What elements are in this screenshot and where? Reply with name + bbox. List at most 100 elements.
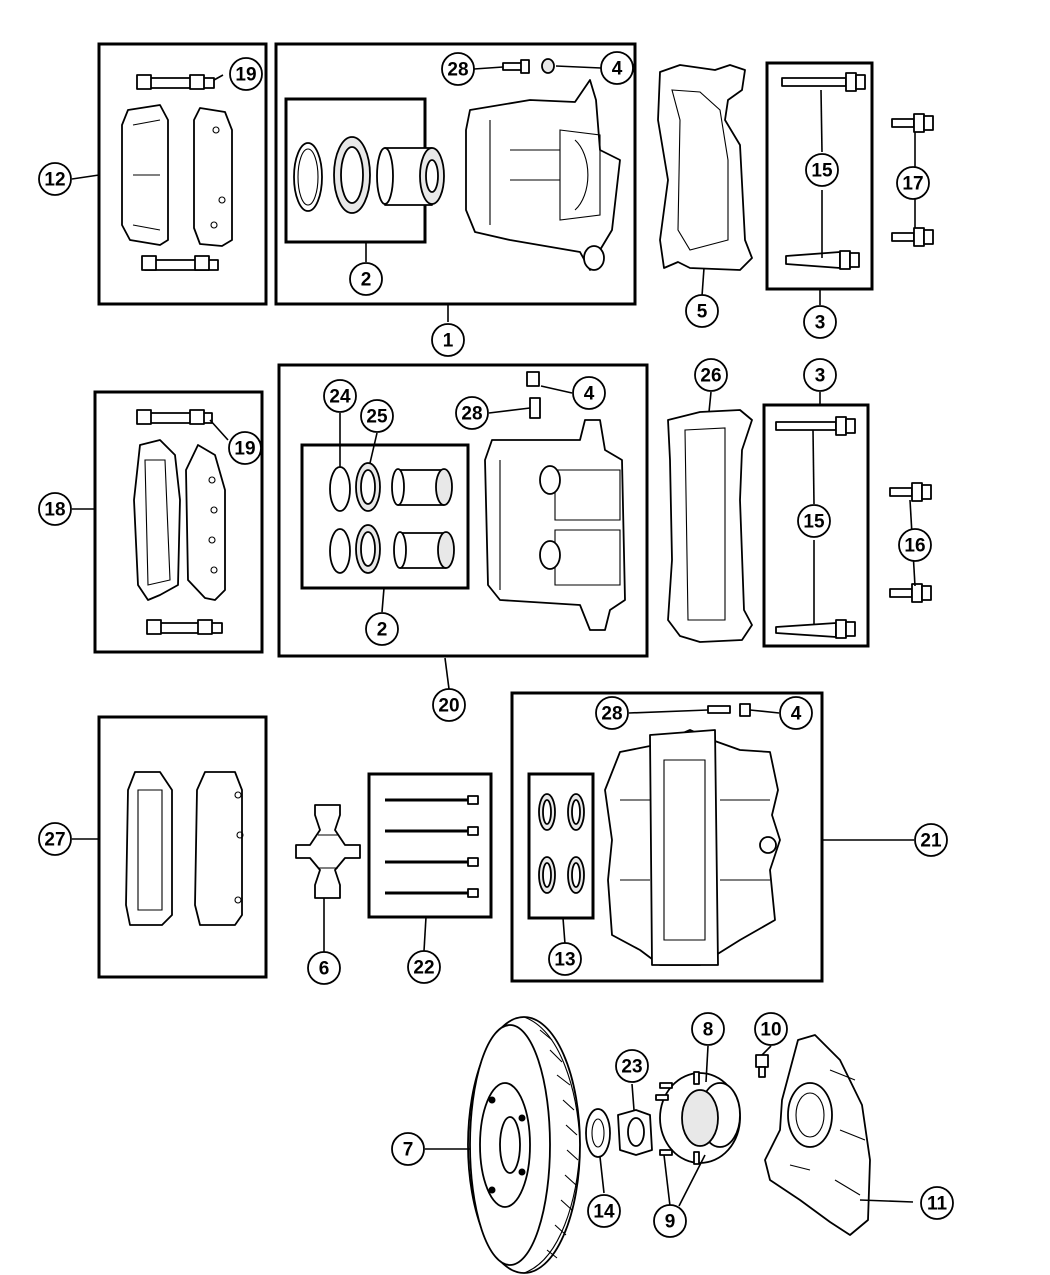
callout-label: 25 [366, 407, 388, 428]
box-caliper-21 [510, 691, 824, 983]
callout-label: 4 [612, 59, 623, 80]
callout-28: 28 [441, 52, 475, 86]
callout-label: 15 [803, 512, 825, 533]
bolt-10 [755, 1054, 769, 1078]
callout-3: 3 [803, 305, 837, 339]
callout-3: 3 [803, 358, 837, 392]
splash-shield-11 [764, 1034, 871, 1236]
callout-label: 23 [621, 1057, 642, 1078]
callout-label: 21 [920, 831, 942, 852]
pad-clip-bottom [141, 255, 219, 271]
callout-label: 20 [438, 696, 459, 717]
callout-label: 28 [447, 60, 468, 81]
callout-13: 13 [548, 942, 582, 976]
callout-label: 14 [593, 1202, 615, 1223]
bleeder-screw-1 [502, 59, 530, 74]
callout-label: 4 [791, 704, 802, 725]
callout-8: 8 [691, 1012, 725, 1046]
callout-15: 15 [797, 504, 831, 538]
callout-2: 2 [365, 612, 399, 646]
seal-rings-20 [329, 462, 381, 574]
callout-label: 18 [44, 500, 65, 521]
bleeder-screw-20 [526, 371, 541, 419]
callout-10: 10 [754, 1012, 788, 1046]
guide-pin-upper [781, 72, 866, 92]
box-pads-front [97, 42, 268, 306]
callout-17: 17 [896, 166, 930, 200]
callout-label: 10 [760, 1020, 781, 1041]
callout-label: 2 [361, 270, 372, 291]
callout-19: 19 [229, 57, 263, 91]
brake-pad-inner [121, 104, 169, 246]
hub-nut-23 [617, 1109, 653, 1156]
brake-rotor-7 [467, 1016, 581, 1274]
bolt-16-top [889, 482, 932, 502]
callout-14: 14 [587, 1194, 621, 1228]
callout-label: 28 [601, 704, 622, 725]
callout-27: 27 [38, 822, 72, 856]
callout-9: 9 [653, 1204, 687, 1238]
callout-23: 23 [615, 1049, 649, 1083]
callout-24: 24 [323, 379, 357, 413]
callout-4: 4 [572, 376, 606, 410]
caliper-body-20 [484, 419, 626, 631]
callout-label: 28 [461, 404, 482, 425]
callout-label: 1 [443, 331, 454, 352]
callout-label: 24 [329, 387, 351, 408]
caliper-body-21 [604, 729, 781, 966]
bolt-17-top [891, 113, 934, 133]
callout-11: 11 [920, 1186, 954, 1220]
pistons-20 [391, 468, 455, 569]
retainer-pins [385, 795, 479, 898]
callout-6: 6 [307, 951, 341, 985]
callout-label: 9 [665, 1212, 676, 1233]
hub-bearing-8 [655, 1071, 741, 1165]
callout-label: 17 [902, 174, 923, 195]
caliper-piston [376, 147, 445, 206]
piston-seal-rings [293, 136, 371, 214]
box-pads-rear [93, 390, 264, 654]
caliper-adapter-5 [657, 64, 753, 271]
callout-1: 1 [431, 323, 465, 357]
box-guide-pins-2 [762, 403, 870, 648]
callout-label: 2 [377, 620, 388, 641]
callout-label: 19 [235, 65, 256, 86]
callout-4: 4 [600, 51, 634, 85]
pad-clip-bottom-2 [146, 619, 223, 635]
box-retainer-pins [367, 772, 493, 919]
callout-label: 13 [554, 950, 575, 971]
callout-26: 26 [694, 358, 728, 392]
callout-12: 12 [38, 162, 72, 196]
brake-pad-inner-2 [133, 439, 181, 601]
callout-label: 27 [44, 830, 65, 851]
callout-label: 3 [815, 313, 826, 334]
seals-13 [538, 793, 585, 894]
callout-7: 7 [391, 1132, 425, 1166]
caliper-adapter-26 [667, 409, 753, 643]
guide-pin-lower-2 [775, 619, 856, 639]
brake-pad-27-outer [194, 771, 244, 926]
callout-label: 19 [234, 439, 255, 460]
callout-2: 2 [349, 262, 383, 296]
callout-21: 21 [914, 823, 948, 857]
callout-label: 5 [697, 302, 708, 323]
brake-pad-outer [193, 107, 233, 247]
callout-label: 16 [904, 536, 925, 557]
brake-pad-27-inner [125, 771, 173, 926]
callout-label: 22 [413, 958, 434, 979]
callout-label: 26 [700, 366, 721, 387]
box-seals-13 [527, 772, 595, 920]
callout-label: 4 [584, 384, 595, 405]
callout-label: 7 [403, 1140, 414, 1161]
box-caliper-20 [277, 363, 649, 658]
bleeder-21 [707, 703, 751, 717]
washer-14 [585, 1108, 611, 1158]
bleeder-cap-1 [541, 58, 555, 74]
callout-label: 6 [319, 959, 330, 980]
callout-label: 3 [815, 366, 826, 387]
callout-28: 28 [595, 696, 629, 730]
bolt-16-bottom [889, 583, 932, 603]
box-pads-27 [97, 715, 268, 979]
